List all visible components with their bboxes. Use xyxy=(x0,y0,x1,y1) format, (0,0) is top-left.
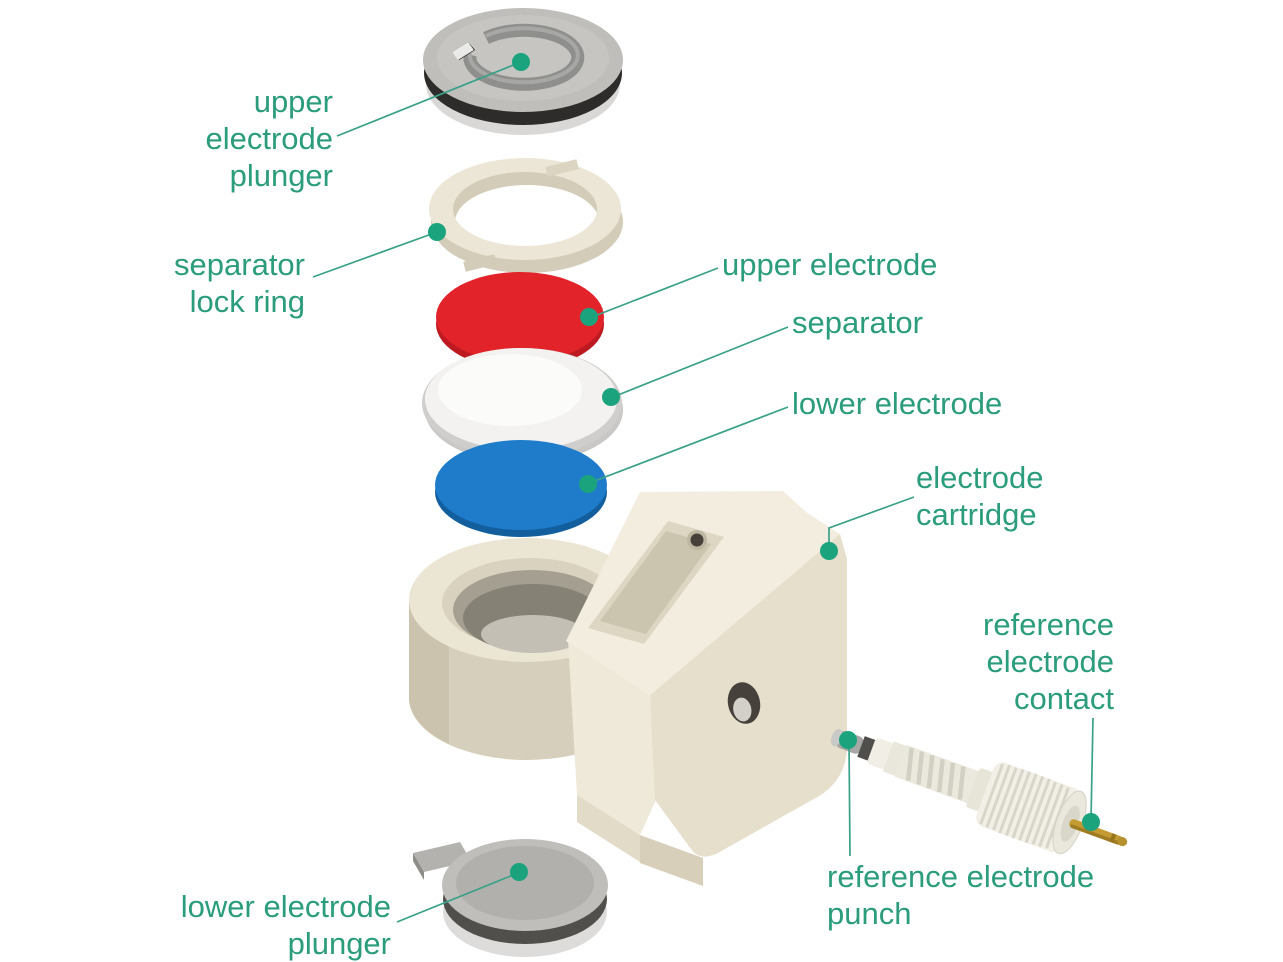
pin-tip xyxy=(1117,836,1128,847)
leader-lower-electrode-plunger xyxy=(396,872,519,923)
marker-dot-upper-electrode xyxy=(580,308,598,326)
lock-ring-notch xyxy=(463,254,497,272)
label-electrode-cartridge: electrode cartridge xyxy=(916,460,1044,532)
leader-lower-electrode xyxy=(591,406,789,483)
leader-reference-electrode-punch xyxy=(848,741,851,857)
cartridge-block-left-face xyxy=(568,640,656,835)
plunger-c-groove-highlight xyxy=(467,26,580,85)
lower-electrode-plunger-part xyxy=(413,839,608,957)
label-upper-electrode: upper electrode xyxy=(722,247,938,282)
fitting-thread-ridges xyxy=(905,747,966,800)
fitting-shoulder xyxy=(966,768,993,811)
plunger-groove-tab xyxy=(452,42,474,60)
separator-lock-ring-part xyxy=(429,158,623,273)
marker-dot-reference-electrode-punch xyxy=(839,731,857,749)
label-lower-electrode: lower electrode xyxy=(792,386,1003,421)
cartridge-block-top-face xyxy=(566,491,840,695)
cartridge-slot-floor xyxy=(600,531,711,634)
fitting-thread-body xyxy=(894,744,980,804)
upper-electrode-disc xyxy=(436,272,604,362)
pin-tip-ring xyxy=(1109,833,1117,844)
upper-electrode-plunger-part xyxy=(423,8,623,135)
marker-dot-separator xyxy=(602,388,620,406)
cartridge-slot-hole xyxy=(690,533,704,547)
marker-dot-lower-electrode xyxy=(579,475,597,493)
fitting-neck xyxy=(882,741,907,777)
marker-dot-lower-electrode-plunger xyxy=(510,863,528,881)
label-upper-electrode-plunger: upper electrode plunger xyxy=(205,84,333,193)
label-lower-electrode-plunger: lower electrode plunger xyxy=(180,889,391,961)
marker-dot-electrode-cartridge xyxy=(820,542,838,560)
lower-electrode-disc xyxy=(435,440,607,530)
marker-dot-separator-lock-ring xyxy=(428,223,446,241)
label-separator: separator xyxy=(792,305,923,340)
reference-electrode-fitting-part xyxy=(830,728,1128,855)
label-reference-electrode-punch: reference electrode punch xyxy=(827,859,1095,931)
plunger-tab-side xyxy=(413,853,424,880)
marker-dots xyxy=(428,53,1100,881)
leader-upper-electrode-plunger xyxy=(336,61,522,137)
leader-upper-electrode xyxy=(591,267,719,318)
cartridge-step xyxy=(640,835,703,886)
upper-electrode-part xyxy=(436,272,604,369)
reference-contact-pin-shade xyxy=(1070,824,1120,845)
lock-ring-notch xyxy=(545,159,579,177)
lower-plunger-top-shade xyxy=(456,846,594,920)
leader-separator-lock-ring xyxy=(312,231,438,278)
lower-electrode-part xyxy=(435,440,607,537)
separator-highlight xyxy=(438,354,582,426)
cartridge-front-hole xyxy=(727,682,761,724)
label-separator-lock-ring: separator lock ring xyxy=(174,247,305,319)
marker-dot-reference-electrode-contact xyxy=(1082,813,1100,831)
separator-part xyxy=(422,348,623,463)
label-reference-electrode-contact: reference electrode contact xyxy=(983,607,1114,716)
front-hole-light xyxy=(733,697,752,722)
punch-ferrule xyxy=(857,736,877,761)
cartridge-step xyxy=(577,795,640,862)
marker-dot-upper-electrode-plunger xyxy=(512,53,530,71)
electrode-cartridge-part xyxy=(409,491,847,886)
cartridge-bore-light xyxy=(481,615,585,653)
leader-reference-electrode-contact xyxy=(1090,717,1094,821)
leader-separator xyxy=(612,326,789,398)
plunger-tab xyxy=(413,842,471,872)
